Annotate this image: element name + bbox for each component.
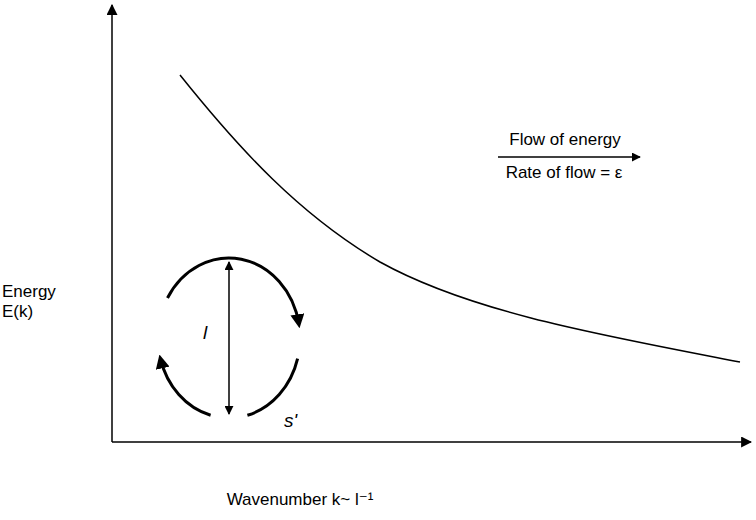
x-axis (112, 441, 751, 443)
eddy-arc (168, 258, 299, 324)
eddy-size-label: l (203, 322, 219, 345)
eddy-size-arrow (228, 262, 230, 414)
eddy-arc (247, 359, 297, 416)
axis-label: Wavenumber k~ l⁻¹ (150, 490, 450, 510)
y-axis (111, 5, 113, 442)
eddy-arc (160, 359, 210, 416)
rate-label: Rate of flow = ε (464, 163, 664, 183)
energy-curve (180, 75, 740, 362)
axis-label: Energy E(k) (2, 282, 66, 323)
flow-arrow (498, 156, 640, 158)
flow-label: Flow of energy (470, 130, 660, 150)
velocity-label: s' (284, 410, 306, 433)
